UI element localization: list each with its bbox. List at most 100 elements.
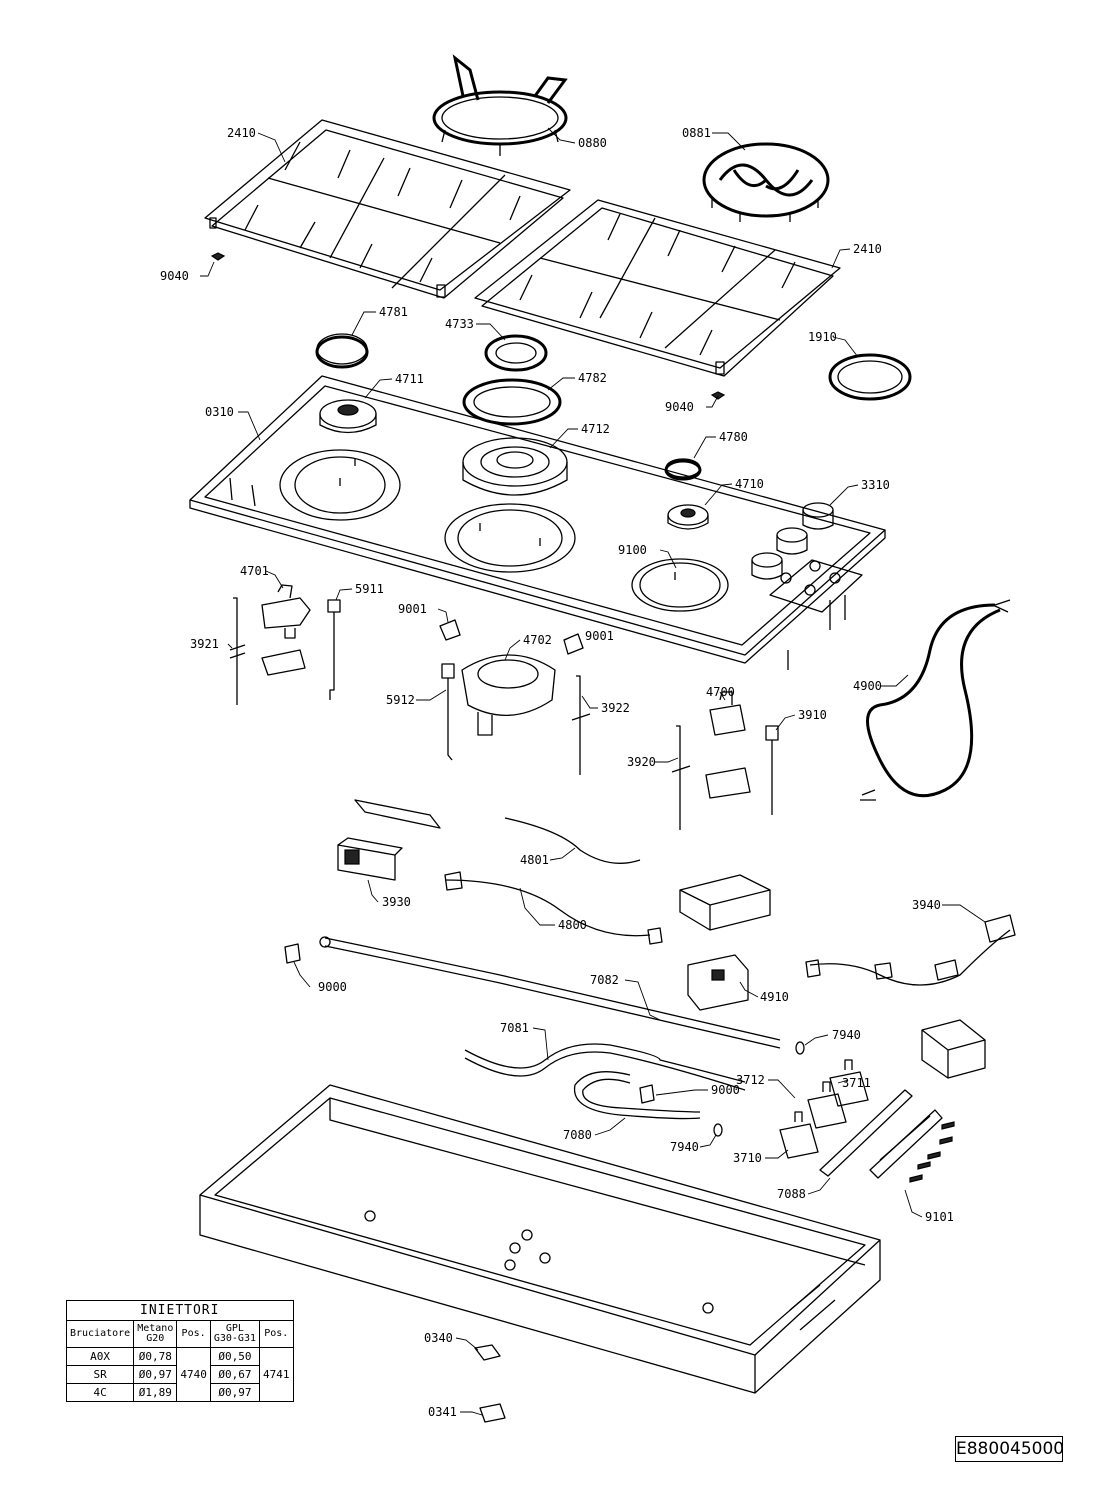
label-burner-4711: 4711 bbox=[395, 372, 424, 386]
header-methane-gas: G20 bbox=[146, 1333, 165, 1344]
label-seal-7940-top: 7940 bbox=[832, 1028, 861, 1042]
label-clip-9000-mid: 9000 bbox=[711, 1083, 740, 1097]
header-pos-lpg: Pos. bbox=[259, 1320, 294, 1348]
label-cable-4900: 4900 bbox=[853, 679, 882, 693]
corner-cover bbox=[921, 1019, 986, 1079]
label-ring-4733: 4733 bbox=[445, 317, 474, 331]
bracket-plate-right bbox=[869, 1109, 943, 1179]
label-thermo-5912: 5912 bbox=[386, 693, 415, 707]
label-pipe-7081: 7081 bbox=[500, 1021, 529, 1035]
bracket-0340 bbox=[474, 1344, 501, 1361]
label-valve-4702: 4702 bbox=[523, 633, 552, 647]
pan-support-right bbox=[474, 199, 841, 377]
table-row: SR Ø0,97 Ø0,67 bbox=[65, 1365, 294, 1384]
label-thermo-3910: 3910 bbox=[798, 708, 827, 722]
label-valve-3712: 3712 bbox=[736, 1073, 765, 1087]
header-lpg: GPL G30-G31 bbox=[209, 1320, 261, 1348]
label-pipe-7080: 7080 bbox=[563, 1128, 592, 1142]
label-wok-support: 0880 bbox=[578, 136, 607, 150]
label-wire-4801: 4801 bbox=[520, 853, 549, 867]
label-valve-4700: 4700 bbox=[706, 685, 735, 699]
pipe-7082 bbox=[319, 936, 781, 1049]
label-bracket-0341: 0341 bbox=[428, 1405, 457, 1419]
label-grid-left: 2410 bbox=[227, 126, 256, 140]
burner-4712 bbox=[462, 437, 568, 496]
seal-7940-top bbox=[795, 1041, 805, 1055]
knobs bbox=[751, 502, 834, 580]
thermocouple-5912 bbox=[441, 663, 455, 761]
seal-7940-bot bbox=[713, 1123, 723, 1137]
label-rail-7088: 7088 bbox=[777, 1187, 806, 1201]
header-burner: Bruciatore bbox=[65, 1320, 135, 1348]
wok-support bbox=[432, 54, 568, 156]
bracket-plate bbox=[354, 799, 441, 829]
clip-9001-left bbox=[439, 619, 461, 641]
power-cable-4900 bbox=[866, 603, 1001, 798]
wire-4801 bbox=[504, 817, 641, 864]
burner-4711 bbox=[319, 399, 377, 434]
valve-4700 bbox=[705, 691, 751, 799]
part-labels: 2410 0880 0881 9040 2410 4781 4733 1910 … bbox=[160, 126, 954, 1419]
ring-1910 bbox=[828, 353, 912, 401]
junction-box-4910 bbox=[687, 954, 749, 1011]
rail-7088 bbox=[819, 1089, 913, 1177]
cover-box bbox=[679, 874, 771, 931]
label-harness-3940: 3940 bbox=[912, 898, 941, 912]
pan-support-left bbox=[204, 119, 571, 299]
row-lpg: Ø0,97 bbox=[209, 1383, 261, 1402]
label-clip-9001-left: 9001 bbox=[398, 602, 427, 616]
row-burner: A0X bbox=[65, 1347, 135, 1366]
label-generator-3930: 3930 bbox=[382, 895, 411, 909]
bracket-0341 bbox=[479, 1403, 506, 1423]
burner-4710 bbox=[667, 504, 709, 530]
label-foot-left: 9040 bbox=[160, 269, 189, 283]
label-burner-4710: 4710 bbox=[735, 477, 764, 491]
foot-left bbox=[210, 252, 226, 261]
label-hob-top: 0310 bbox=[205, 405, 234, 419]
row-burner: SR bbox=[65, 1365, 135, 1384]
label-bracket-0340: 0340 bbox=[424, 1331, 453, 1345]
harness-3940 bbox=[805, 914, 1016, 986]
label-wire-4800: 4800 bbox=[558, 918, 587, 932]
electrode-3922 bbox=[571, 675, 591, 775]
row-methane: Ø0,78 bbox=[133, 1347, 178, 1366]
burner-body-4702 bbox=[461, 654, 556, 736]
row-lpg: Ø0,50 bbox=[209, 1347, 261, 1366]
clip-9000-left bbox=[284, 943, 301, 964]
label-box-4910: 4910 bbox=[760, 990, 789, 1004]
injector-table-title: INIETTORI bbox=[66, 1300, 294, 1321]
label-valve-3710: 3710 bbox=[733, 1151, 762, 1165]
table-row: 4C Ø1,89 Ø0,97 bbox=[65, 1383, 294, 1402]
label-ring-support: 0881 bbox=[682, 126, 711, 140]
label-foot-right: 9040 bbox=[665, 400, 694, 414]
pos-lpg: 4741 bbox=[259, 1347, 294, 1402]
label-electrode-3920: 3920 bbox=[627, 755, 656, 769]
pos-methane: 4740 bbox=[176, 1347, 211, 1402]
pipe-7081 bbox=[464, 1043, 746, 1091]
label-ring-1910: 1910 bbox=[808, 330, 837, 344]
leader-lines bbox=[200, 127, 986, 1416]
ring-4782 bbox=[462, 378, 562, 426]
header-methane-name: Metano bbox=[137, 1323, 174, 1334]
label-cap-4780: 4780 bbox=[719, 430, 748, 444]
header-lpg-name: GPL bbox=[225, 1323, 244, 1334]
row-methane: Ø0,97 bbox=[133, 1365, 178, 1384]
label-valve-3711: 3711 bbox=[842, 1076, 871, 1090]
label-clip-9001-right: 9001 bbox=[585, 629, 614, 643]
hob-top-panel bbox=[189, 375, 886, 670]
header-pos-methane: Pos. bbox=[176, 1320, 211, 1348]
pipe-7080 bbox=[573, 1071, 701, 1120]
label-valve-4701: 4701 bbox=[240, 564, 269, 578]
label-ring-4782: 4782 bbox=[578, 371, 607, 385]
spark-generator-3930 bbox=[337, 837, 403, 881]
clip-9000-mid bbox=[639, 1084, 655, 1104]
table-row: A0X Ø0,78 4740 Ø0,50 4741 bbox=[65, 1347, 294, 1402]
drawing-code: E880045000 bbox=[955, 1436, 1064, 1462]
row-methane: Ø1,89 bbox=[133, 1383, 178, 1402]
ring-support bbox=[702, 142, 830, 222]
screws-9101 bbox=[909, 1121, 955, 1183]
row-lpg: Ø0,67 bbox=[209, 1365, 261, 1384]
thermocouple-3910 bbox=[765, 725, 779, 815]
label-thermo-5911: 5911 bbox=[355, 582, 384, 596]
